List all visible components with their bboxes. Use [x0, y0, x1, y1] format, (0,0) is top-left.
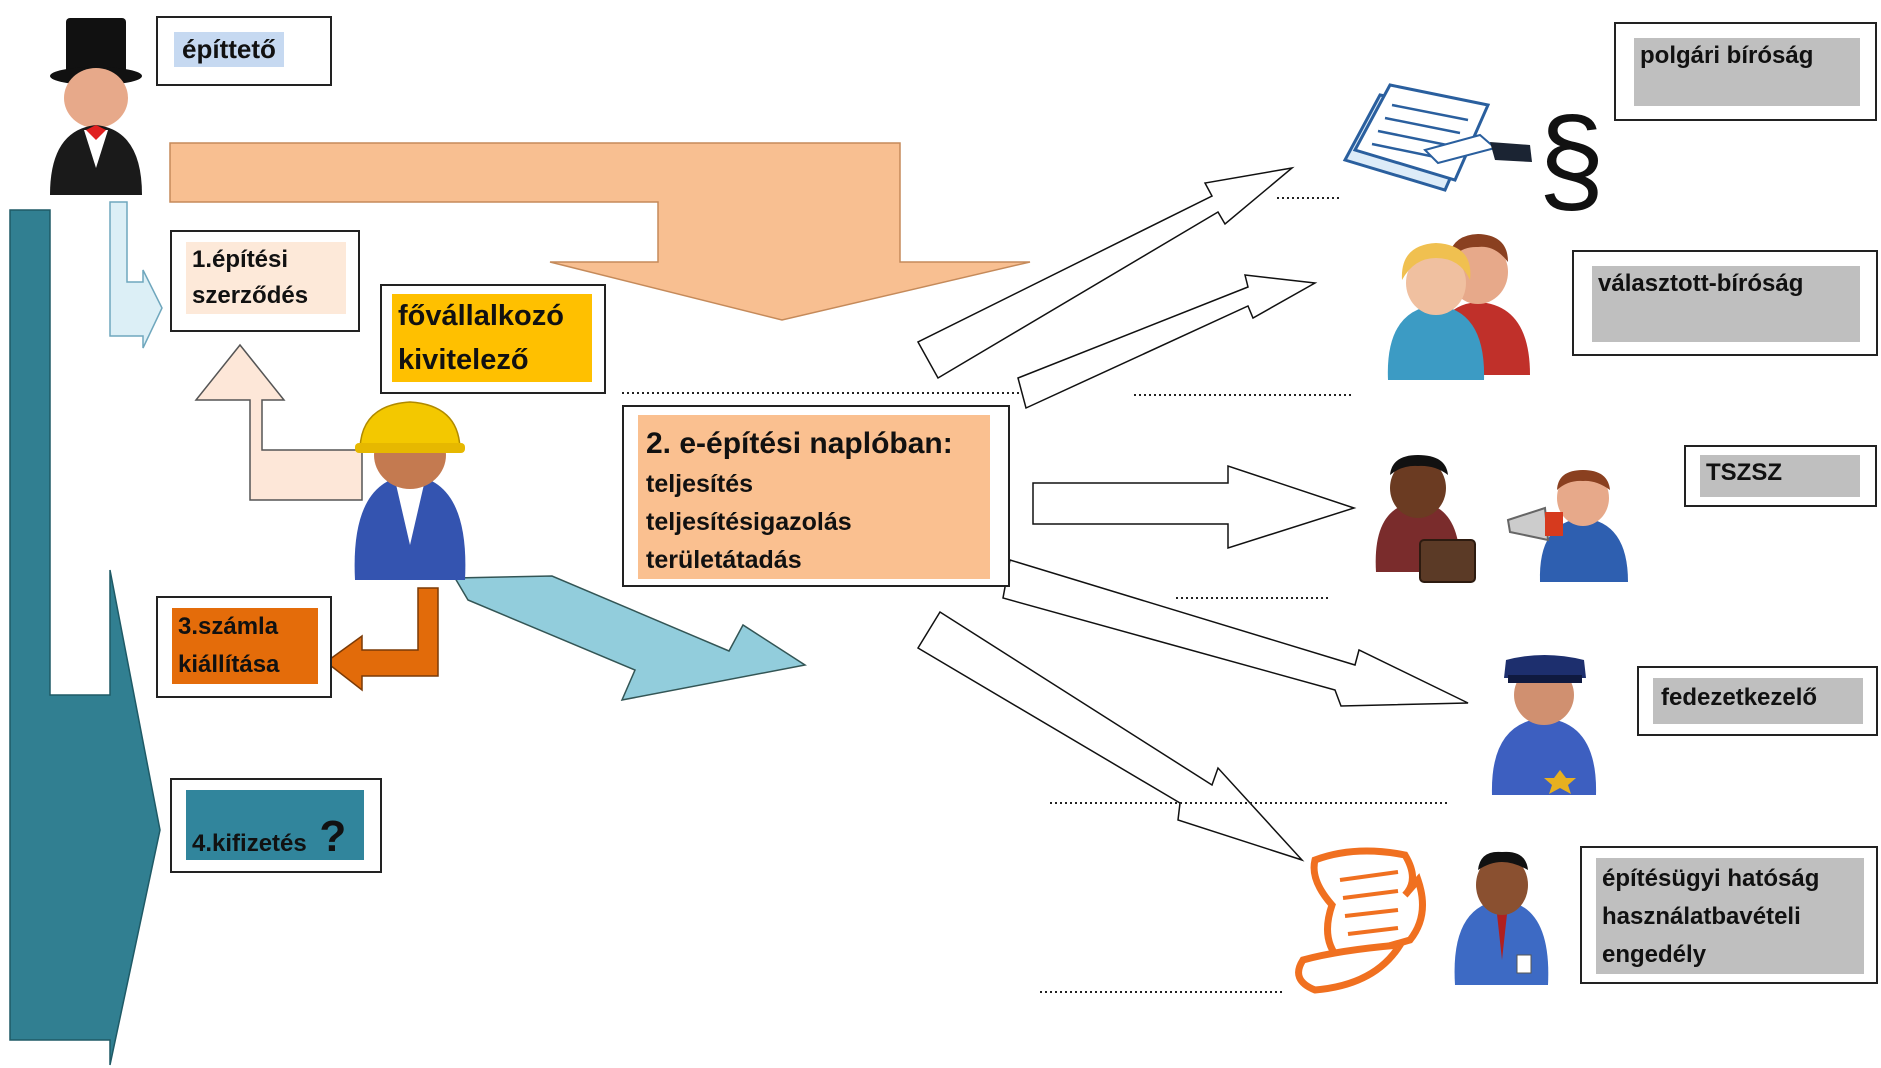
authority-label: építésügyi hatóság használatbavételi eng… [1596, 858, 1864, 974]
contract-box: 1.építési szerződés [170, 230, 360, 332]
contract-document-icon [1342, 83, 1532, 192]
owner-to-contract-arrow [109, 201, 163, 349]
contractor-to-contract-arrow [194, 343, 363, 501]
owner-box: építtető [156, 16, 332, 86]
arbitration-label: választott-bíróság [1592, 266, 1860, 342]
escrow-box: fedezetkezelő [1637, 666, 1878, 736]
civil-court-box: polgári bíróság [1614, 22, 1877, 121]
tszsz-box: TSZSZ [1684, 445, 1877, 507]
invoice-line-2: kiállítása [178, 651, 280, 678]
diary-title: 2. e-építési naplóban: [646, 427, 953, 460]
authority-line-3: engedély [1602, 941, 1707, 968]
contractor-label: fővállalkozó kivitelező [392, 294, 592, 382]
arrow-to-arbitration [1017, 274, 1318, 410]
escrow-label: fedezetkezelő [1653, 678, 1863, 724]
worker-hardhat-icon [354, 401, 466, 580]
police-officer-icon [1491, 655, 1597, 795]
invoice-label: 3.számla kiállítása [172, 608, 318, 684]
diary-item-2: teljesítésigazolás [646, 508, 852, 536]
authority-line-1: építésügyi hatóság [1602, 865, 1820, 892]
payment-box: 4.kifizetés ? [170, 778, 382, 873]
owner-person-icon [50, 18, 142, 195]
arrow-to-tszsz [1032, 464, 1357, 550]
contract-line-1: 1.építési [192, 246, 289, 273]
invoice-box: 3.számla kiállítása [156, 596, 332, 698]
tszsz-label: TSZSZ [1700, 455, 1860, 497]
contract-label: 1.építési szerződés [186, 242, 346, 314]
diary-box: 2. e-építési naplóban: teljesítés teljes… [622, 405, 1010, 587]
diary-content: 2. e-építési naplóban: teljesítés teljes… [638, 415, 990, 579]
authority-box: építésügyi hatóság használatbavételi eng… [1580, 846, 1878, 984]
contractor-line-2: kivitelező [398, 344, 529, 376]
diary-item-3: területátadás [646, 546, 802, 574]
payment-label: 4.kifizetés [192, 830, 307, 857]
arbitration-box: választott-bíróság [1572, 250, 1878, 356]
civil-court-label: polgári bíróság [1634, 38, 1860, 106]
scroll-document-icon [1295, 847, 1426, 994]
contract-line-2: szerződés [192, 282, 309, 309]
payment-question-mark: ? [319, 812, 347, 861]
arrow-to-authority [916, 610, 1305, 862]
contractor-line-1: fővállalkozó [398, 300, 564, 332]
businessman-briefcase-icon [1375, 455, 1476, 583]
contractor-to-invoice-arrow [324, 587, 439, 692]
payment-label-bg: 4.kifizetés ? [186, 790, 364, 861]
arrow-to-escrow [1002, 559, 1469, 707]
paragraph-icon: § [1538, 93, 1605, 227]
megaphone-person-icon [1506, 470, 1628, 582]
owner-label: építtető [174, 32, 284, 67]
authority-line-2: használatbavételi [1602, 903, 1801, 930]
official-person-icon [1454, 851, 1549, 985]
contractor-to-diary-arrow [453, 575, 807, 702]
contractor-box: fővállalkozó kivitelező [380, 284, 606, 394]
invoice-line-1: 3.számla [178, 613, 279, 640]
diary-item-1: teljesítés [646, 470, 754, 498]
owner-to-diary-arrow [169, 142, 1031, 321]
dotted-lines [622, 197, 1450, 993]
payment-flow-arrow [9, 209, 161, 1066]
arrow-to-civil-court [916, 166, 1295, 380]
two-persons-icon [1387, 234, 1530, 380]
